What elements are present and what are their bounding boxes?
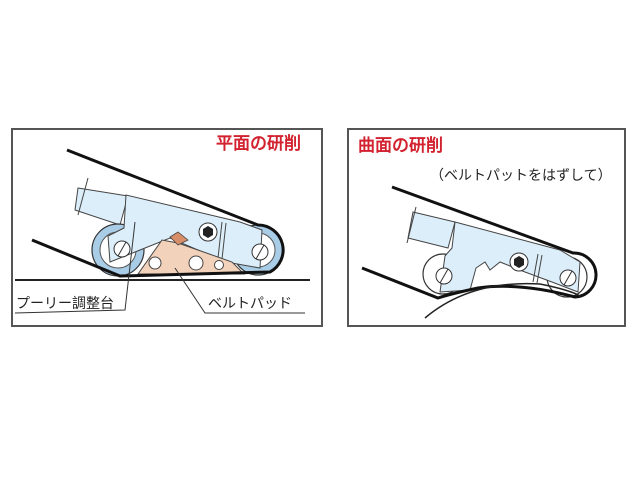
sanding-belt <box>31 148 285 278</box>
label-belt-pad: ベルトパッド <box>208 296 292 312</box>
curved-work-surface <box>424 282 581 319</box>
right-panel-subtitle: （ベルトパットをはずして） <box>430 168 612 184</box>
right-panel-title: 曲面の研削 <box>358 136 443 156</box>
left-panel <box>11 128 323 327</box>
motor-shaft <box>406 206 456 249</box>
sanding-belt <box>361 185 598 300</box>
right-panel <box>347 128 626 327</box>
left-panel-title: 平面の研削 <box>216 134 301 154</box>
label-pulley-adjuster: プーリー調整台 <box>16 296 114 312</box>
